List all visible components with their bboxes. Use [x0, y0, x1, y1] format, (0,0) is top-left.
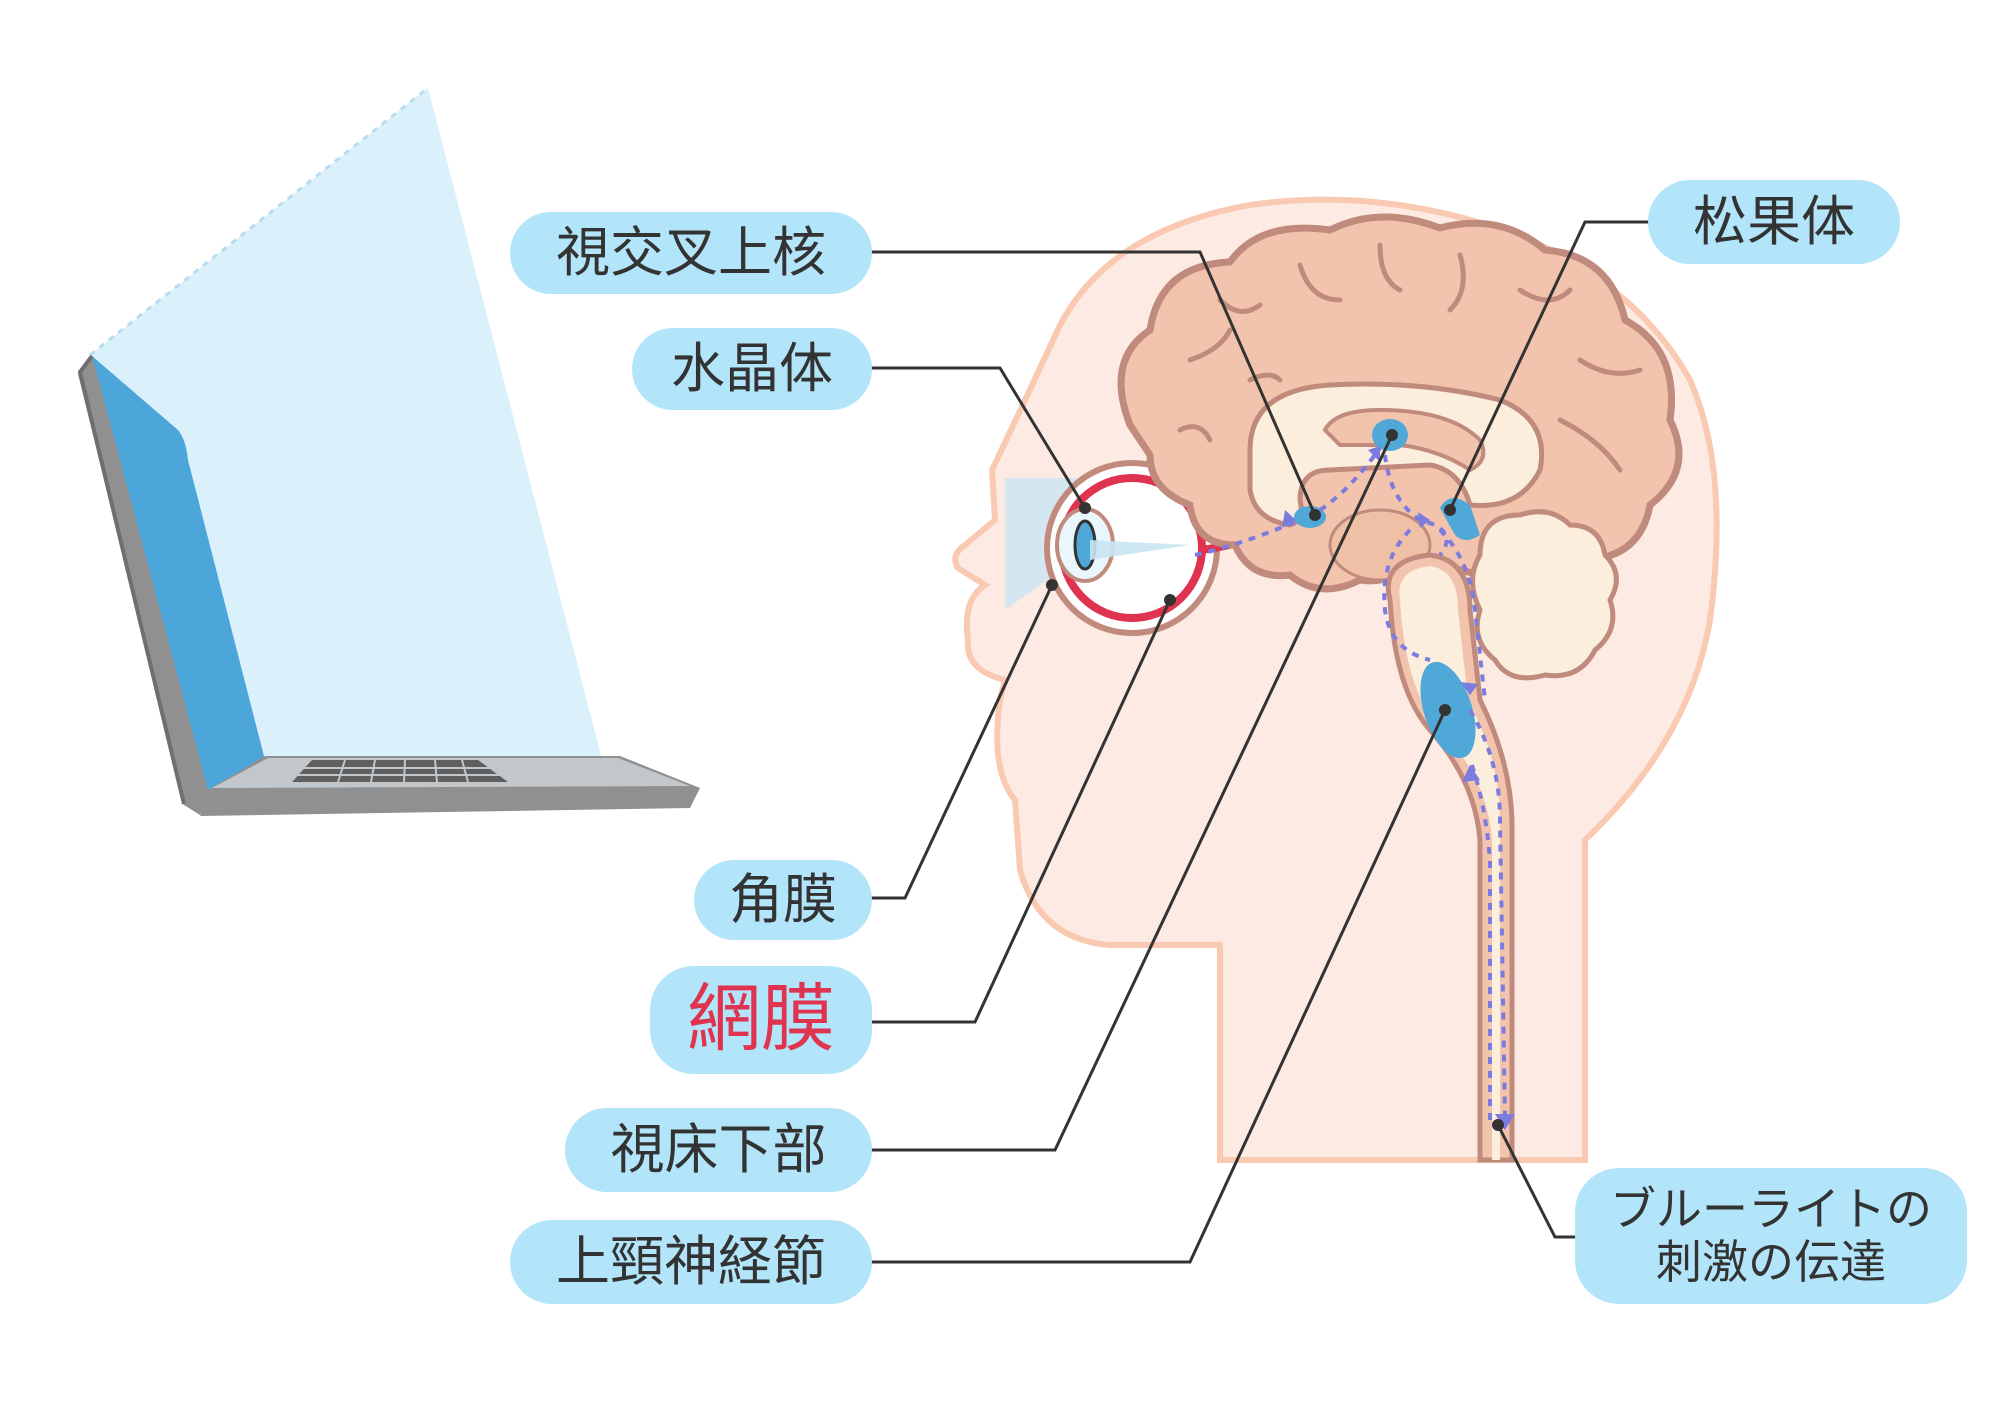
- eyeball: [1005, 460, 1303, 636]
- label-scg: 上頸神経節: [510, 1220, 872, 1304]
- cerebellum: [1470, 509, 1619, 681]
- laptop-icon: [77, 354, 700, 816]
- leader-dots: [1046, 429, 1504, 1131]
- leader-lines: [870, 220, 1650, 1264]
- label-cornea: 角膜: [694, 860, 872, 940]
- label-scn: 視交叉上核: [510, 212, 872, 294]
- label-blue-light-line1: ブルーライトの: [1610, 1182, 1932, 1237]
- label-hypothalamus: 視床下部: [565, 1108, 872, 1192]
- label-lens: 水晶体: [632, 328, 872, 410]
- label-blue-light-transmission: ブルーライトの 刺激の伝達: [1575, 1168, 1967, 1304]
- label-retina: 網膜: [650, 966, 872, 1074]
- signal-arrowheads: [1282, 446, 1515, 1130]
- label-blue-light-line2: 刺激の伝達: [1656, 1235, 1886, 1289]
- label-pineal: 松果体: [1648, 180, 1900, 264]
- keyboard: [292, 760, 508, 782]
